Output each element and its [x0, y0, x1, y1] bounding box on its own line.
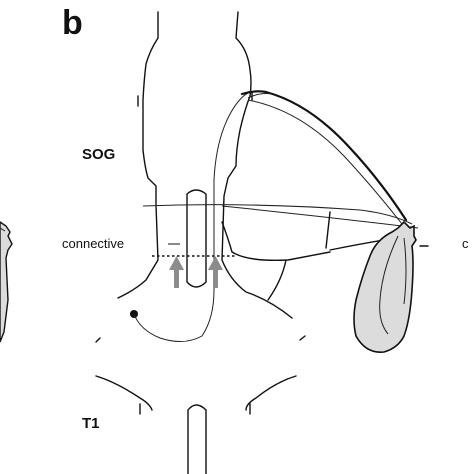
connective-label: connective	[62, 236, 124, 251]
median-connective-loop	[186, 189, 207, 474]
left-fragment-muscle	[0, 221, 13, 343]
right-edge-fragment-label: c	[462, 236, 469, 251]
t1-label: T1	[82, 415, 100, 432]
arrow-up-icon	[169, 256, 184, 288]
recording-arrows	[169, 256, 223, 288]
panel-label: b	[62, 4, 83, 42]
muscle-body	[353, 220, 417, 353]
ventral-nerve-cord-outline	[95, 11, 306, 415]
arrow-up-icon	[208, 256, 223, 288]
peripheral-nerves	[142, 90, 429, 301]
sog-label: SOG	[82, 146, 115, 163]
neuron-process	[130, 91, 251, 342]
